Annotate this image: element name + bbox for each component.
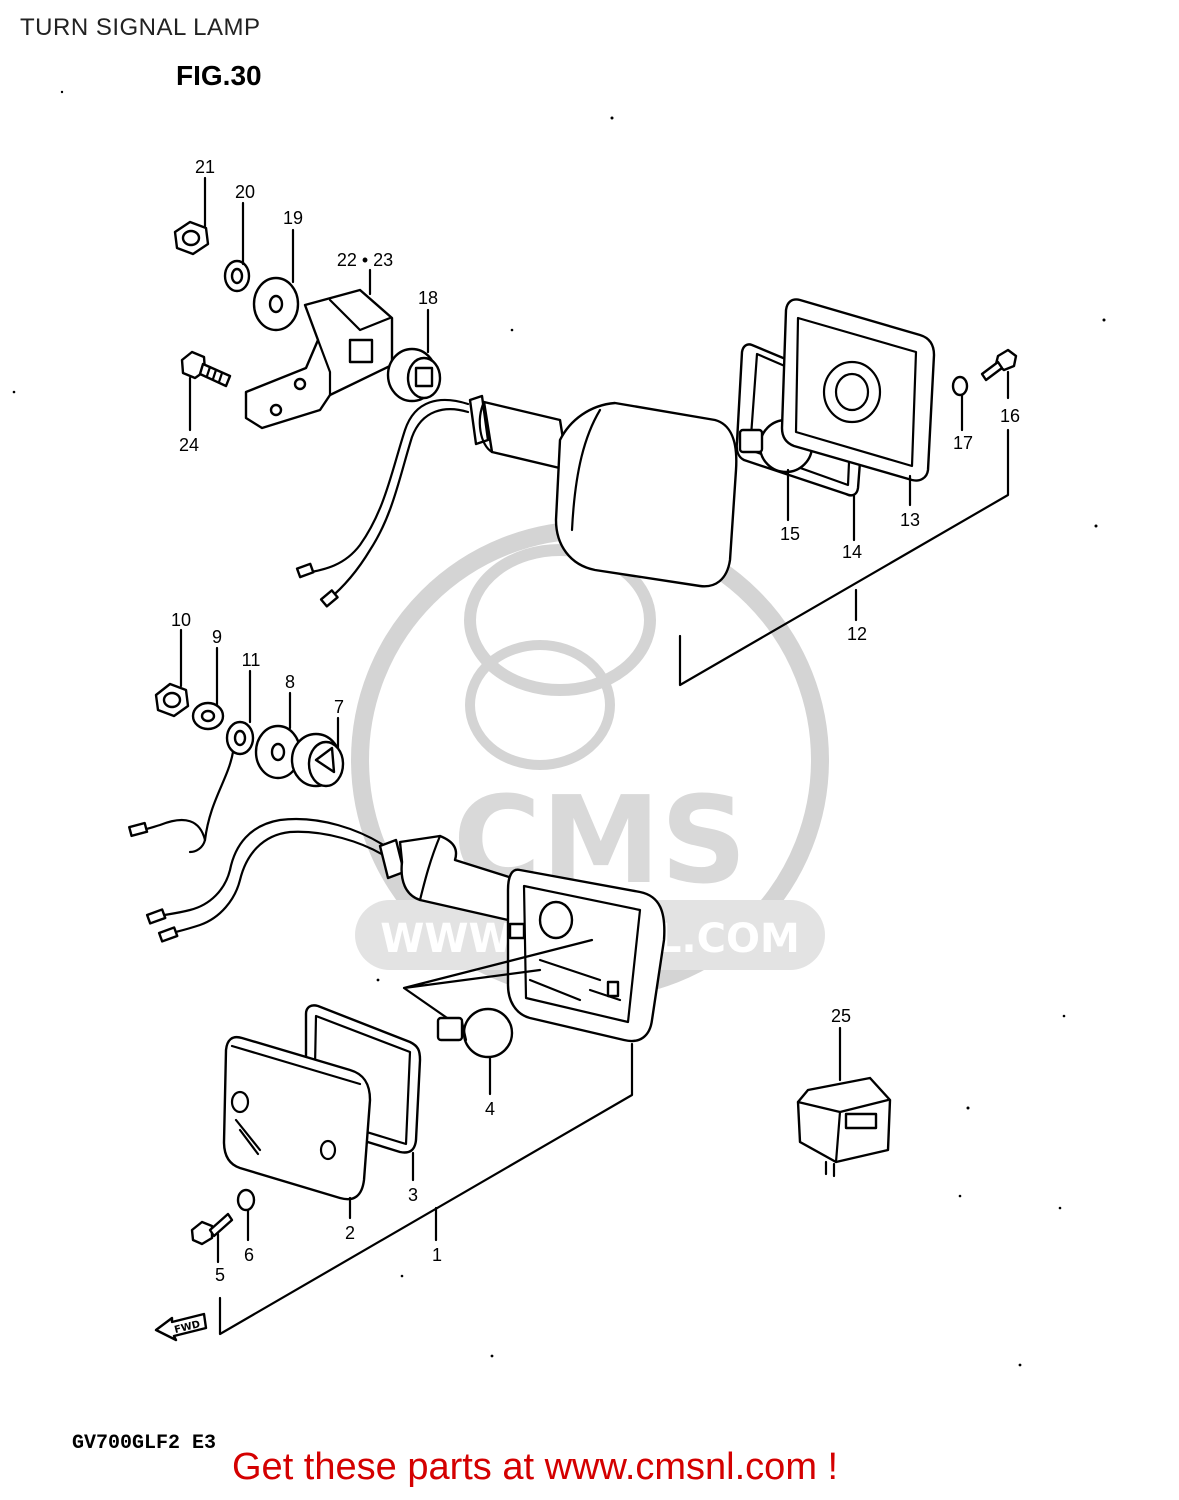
- upper-lamp-stem: [468, 394, 570, 472]
- shop-link-banner[interactable]: Get these parts at www.cmsnl.com !: [232, 1446, 839, 1488]
- part-4-bulb: [436, 1007, 514, 1059]
- callout-6: 6: [244, 1245, 254, 1265]
- part-10-nut: [154, 682, 190, 718]
- lower-wire-a: [148, 818, 387, 920]
- callout-8: 8: [285, 672, 295, 692]
- upper-wire-connector-a: [295, 562, 315, 579]
- part-8-washer: [254, 724, 302, 780]
- part-24-bolt: [180, 350, 232, 388]
- upper-wire-a: [303, 398, 470, 575]
- part-21-nut: [173, 220, 210, 256]
- upper-wire-connector-b: [319, 589, 339, 608]
- part-11-ground-terminal: [128, 720, 255, 854]
- callout-22-23: 22 • 23: [337, 250, 393, 270]
- callout-10: 10: [171, 610, 191, 630]
- upper-leader-lines: [188, 176, 1010, 687]
- page-title: TURN SIGNAL LAMP: [20, 14, 261, 41]
- callout-13: 13: [900, 510, 920, 530]
- callout-25: 25: [831, 1006, 851, 1026]
- lower-wire-connector-a: [145, 908, 167, 925]
- callout-9: 9: [212, 627, 222, 647]
- bulb-4-location-lines: [402, 938, 594, 1022]
- callout-2: 2: [345, 1223, 355, 1243]
- part-16-screw: [980, 348, 1018, 382]
- callout-4: 4: [485, 1099, 495, 1119]
- scan-specks: [12, 90, 1106, 1367]
- part-2-lens: [222, 1036, 372, 1201]
- callout-12: 12: [847, 624, 867, 644]
- part-25-turn-signal-relay: [796, 1076, 892, 1178]
- callout-17: 17: [953, 433, 973, 453]
- lower-leader-lines: [179, 628, 842, 1336]
- upper-wire-b: [326, 408, 470, 602]
- part-7-grommet: [290, 732, 345, 788]
- callout-14: 14: [842, 542, 862, 562]
- callout-16: 16: [1000, 406, 1020, 426]
- part-1-lower-housing: [506, 868, 666, 1043]
- lower-wire-b: [163, 830, 387, 937]
- part-12-upper-housing: [554, 401, 738, 588]
- callout-18: 18: [418, 288, 438, 308]
- callout-15: 15: [780, 524, 800, 544]
- model-code: GV700GLF2 E3: [72, 1432, 217, 1455]
- callout-3: 3: [408, 1185, 418, 1205]
- callout-24: 24: [179, 435, 199, 455]
- part-6-washer: [236, 1188, 256, 1212]
- part-20-lock-washer: [223, 259, 251, 293]
- callout-21: 21: [195, 157, 215, 177]
- callout-5: 5: [215, 1265, 225, 1285]
- callout-1: 1: [432, 1245, 442, 1265]
- part-22-23-bracket: [244, 288, 394, 430]
- part-18-grommet: [386, 347, 442, 403]
- part-17-washer: [951, 375, 969, 397]
- callout-20: 20: [235, 182, 255, 202]
- callout-7: 7: [334, 697, 344, 717]
- figure-number: FIG.30: [176, 60, 262, 91]
- callout-19: 19: [283, 208, 303, 228]
- callout-11: 11: [242, 650, 261, 670]
- part-13-lens: [780, 298, 936, 482]
- part-19-washer: [252, 276, 300, 332]
- part-5-screw: [190, 1212, 234, 1246]
- fwd-arrow-icon: FWD: [154, 1312, 208, 1342]
- part-9-lock-washer: [191, 701, 225, 731]
- lower-wire-connector-b: [157, 926, 179, 943]
